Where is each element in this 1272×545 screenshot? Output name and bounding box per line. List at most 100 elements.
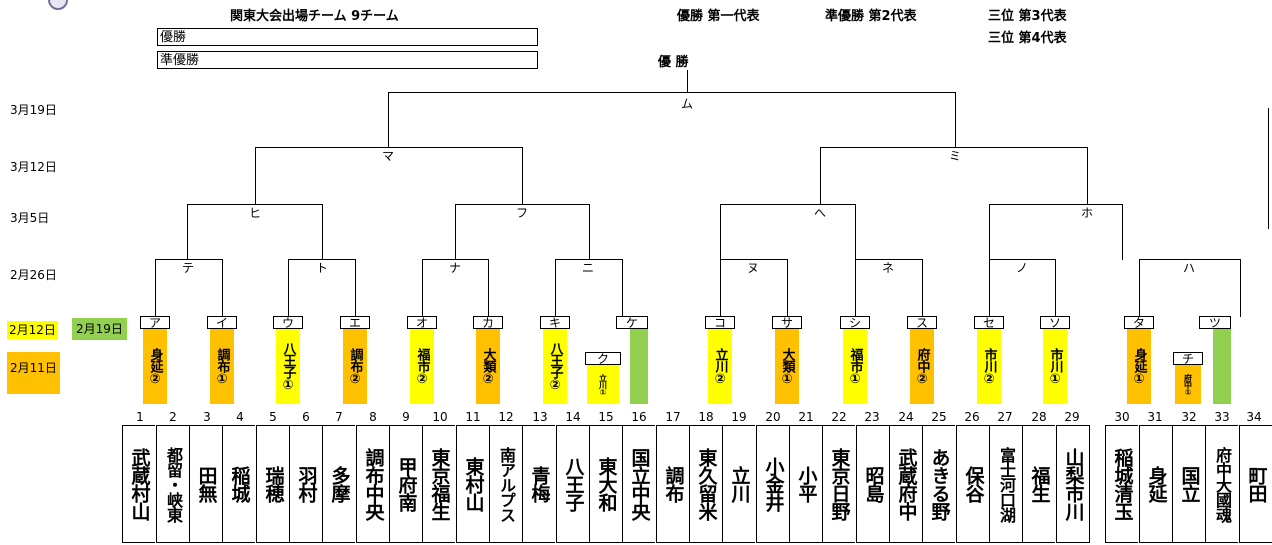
seed-team: 福市② (410, 329, 434, 404)
slot-number: 34 (1246, 410, 1262, 424)
seed-slot: ソ市川① (1040, 316, 1070, 406)
bracket-line (187, 204, 323, 205)
match-label-ne: ネ (879, 261, 897, 275)
team-name: 国立 (1172, 425, 1205, 543)
seed-key: タ (1124, 316, 1154, 329)
slot-number: 7 (335, 410, 343, 424)
bracket-line (955, 92, 956, 148)
seed-team: 身延① (1127, 329, 1151, 404)
bracket-line (388, 92, 956, 93)
team-name: 身延 (1139, 425, 1172, 543)
team-name: 稲城 (222, 425, 255, 543)
seed-team: 大類① (775, 329, 799, 404)
seed-slot: カ大類② (473, 316, 503, 406)
match-label-te: テ (179, 261, 197, 275)
bracket-line (555, 259, 623, 260)
round-date-2-12: 2月12日 (7, 321, 58, 339)
team-name: 昭島 (856, 425, 889, 543)
team-name: 府中大國魂 (1205, 425, 1238, 543)
slot-number: 6 (302, 410, 310, 424)
bracket-line (787, 259, 788, 317)
team-name: 東京日野 (822, 425, 855, 543)
slot-number: 29 (1064, 410, 1080, 424)
rep3-text: 三位 第3代表 (988, 9, 1067, 24)
seed-key: チ (1173, 352, 1203, 365)
seed-team: 調布② (343, 329, 367, 404)
team-name: 武蔵村山 (122, 425, 155, 543)
match-label-ha: ハ (1180, 261, 1198, 275)
team-name: 瑞穂 (256, 425, 289, 543)
seed-key: シ (840, 316, 870, 329)
seed-key: ク (585, 352, 621, 365)
bracket-line (855, 259, 856, 317)
bracket-line (1240, 259, 1241, 317)
team-name: 都留・峡東 (156, 425, 189, 543)
slot-number: 24 (898, 410, 914, 424)
slot-number: 15 (598, 410, 614, 424)
round-date-3-12: 3月12日 (10, 160, 57, 174)
champion-box: 優勝 (157, 28, 538, 46)
seed-slot: ク立川① (585, 352, 621, 406)
bracket-line (288, 259, 289, 317)
slot-number: 12 (498, 410, 514, 424)
slot-number: 27 (997, 410, 1013, 424)
bracket-line (388, 92, 389, 148)
bracket-line (1139, 259, 1241, 260)
seed-key: ス (907, 316, 937, 329)
bracket-line (155, 259, 156, 317)
seed-key: ウ (273, 316, 303, 329)
bracket-line (455, 204, 456, 260)
seed-team: 福市① (843, 329, 867, 404)
bracket-line (255, 147, 256, 205)
team-name: 町田 (1239, 425, 1272, 543)
seed-slot: エ調布② (340, 316, 370, 406)
team-name: 多摩 (322, 425, 355, 543)
header-title: 関東大会出場チーム 9チーム (230, 9, 399, 24)
seed-key: サ (772, 316, 802, 329)
slot-number: 16 (631, 410, 647, 424)
seed-slot: キ八王子② (540, 316, 570, 406)
bracket-line (989, 204, 990, 260)
team-name: 東京福生 (422, 425, 455, 543)
seed-slot: ケ (616, 316, 648, 406)
slot-number: 33 (1214, 410, 1230, 424)
slot-number: 20 (765, 410, 781, 424)
bracket-line (322, 204, 323, 260)
bracket-line (1139, 259, 1140, 317)
bracket-line (989, 259, 1056, 260)
bracket-line (422, 259, 423, 317)
match-label-mu: ム (678, 97, 696, 111)
team-name: 富士河口湖 (989, 425, 1022, 543)
team-name: 稲城清玉 (1105, 425, 1138, 543)
bracket-line (989, 204, 1123, 205)
seed-team: 府中① (1175, 365, 1201, 404)
logo-icon (48, 0, 68, 10)
team-name: 調布中央 (356, 425, 389, 543)
match-label-hi: ヒ (246, 206, 264, 220)
bracket-line (622, 259, 623, 317)
slot-number: 23 (864, 410, 880, 424)
team-name: 東久留米 (689, 425, 722, 543)
team-name: 八王子 (556, 425, 589, 543)
seed-slot: ツ (1199, 316, 1231, 406)
slot-number: 11 (465, 410, 481, 424)
slot-number: 32 (1181, 410, 1197, 424)
bracket-line (820, 147, 1088, 148)
match-label-ho: ホ (1078, 206, 1096, 220)
slot-number: 5 (269, 410, 277, 424)
slot-number: 18 (698, 410, 714, 424)
team-name: 青梅 (522, 425, 555, 543)
seed-key: ア (140, 316, 170, 329)
slot-number: 19 (731, 410, 747, 424)
seed-slot: チ府中① (1173, 352, 1203, 406)
seed-slot: セ市川② (974, 316, 1004, 406)
rep4-text: 三位 第4代表 (988, 31, 1067, 46)
bracket-line (720, 259, 788, 260)
bracket-line (1087, 147, 1088, 205)
bracket-line (455, 204, 590, 205)
seed-slot: ス府中② (907, 316, 937, 406)
seed-key: ソ (1040, 316, 1070, 329)
bracket-line (222, 259, 223, 317)
match-label-he: へ (811, 206, 829, 220)
slot-number: 30 (1114, 410, 1130, 424)
